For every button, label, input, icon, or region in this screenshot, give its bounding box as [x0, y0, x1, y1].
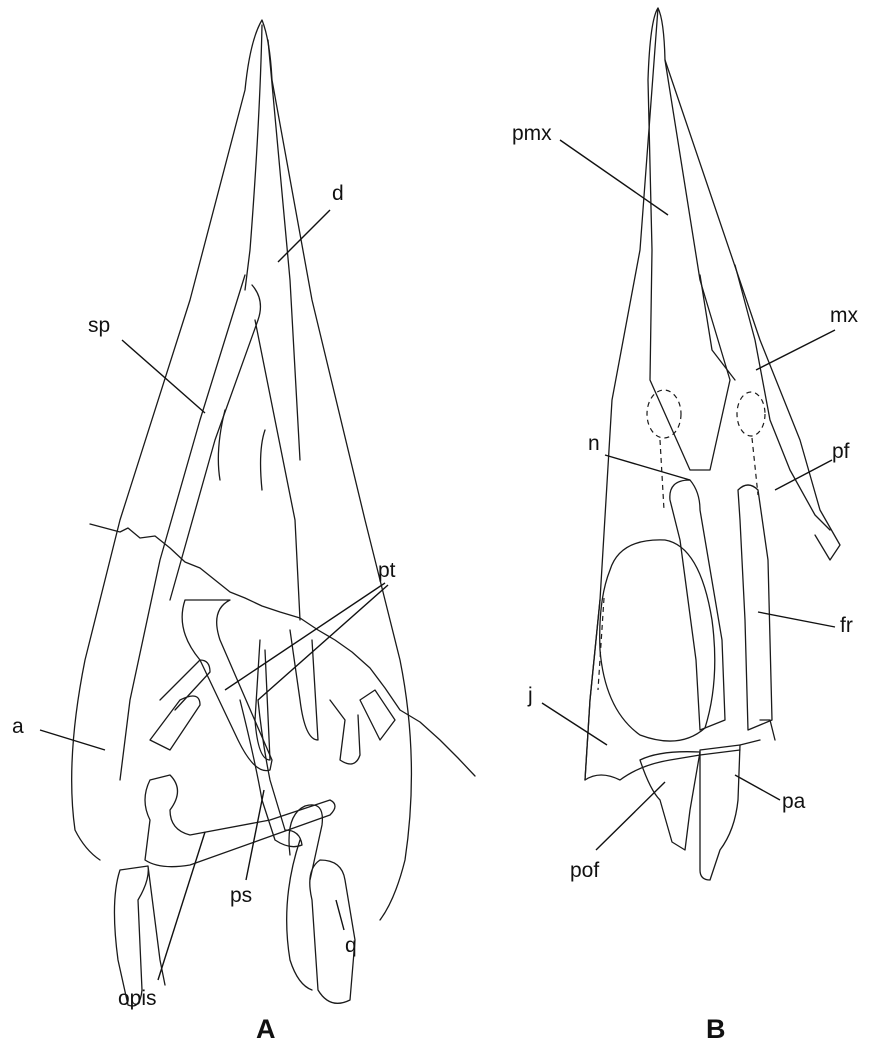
label-pmx: pmx: [512, 122, 552, 145]
leader-opis: [158, 832, 205, 980]
dentary-outline: [72, 20, 412, 920]
panel-label-a: A: [256, 1014, 276, 1044]
label-a: a: [12, 715, 24, 738]
label-fr: fr: [840, 614, 853, 637]
label-q: q: [345, 934, 357, 957]
panel-label-b: B: [706, 1014, 726, 1044]
dentary-midline: [245, 25, 300, 460]
label-pt: pt: [378, 559, 396, 582]
leader-pmx: [560, 140, 668, 215]
nasal-oval-right: [737, 392, 765, 436]
leader-q: [336, 900, 344, 930]
label-mx: mx: [830, 304, 858, 327]
opisthotic: [145, 775, 335, 867]
leader-pf: [775, 460, 832, 490]
leader-sp: [122, 340, 205, 413]
frontal-right: [738, 485, 772, 730]
panel-a-drawing: [72, 20, 475, 1006]
label-pa: pa: [782, 790, 806, 813]
leader-pt-1: [225, 583, 385, 690]
label-n: n: [588, 432, 600, 455]
label-sp: sp: [88, 314, 110, 337]
leader-n: [605, 455, 690, 480]
maxilla: [700, 265, 830, 530]
postorbitofrontal: [640, 752, 700, 850]
labels: d sp pt a ps q opis A pmx mx n pf fr j p…: [12, 122, 858, 1044]
label-pof: pof: [570, 859, 599, 882]
leader-pa: [735, 775, 780, 800]
frontal-end: [740, 720, 775, 745]
orbit: [600, 540, 715, 741]
fragment-right: [330, 690, 395, 764]
quadrate-left: [114, 866, 165, 1006]
leader-pt-2: [258, 585, 388, 700]
label-ps: ps: [230, 884, 252, 907]
leader-pof: [596, 782, 665, 850]
label-opis: opis: [118, 987, 157, 1010]
nasal-oval-left: [647, 390, 681, 438]
parasphenoid: [240, 700, 302, 847]
label-j: j: [527, 684, 533, 707]
fragment-left: [150, 660, 210, 750]
frontal-left: [670, 480, 725, 730]
leader-lines: [40, 140, 835, 980]
leader-ps: [246, 790, 264, 880]
splenial-outline: [120, 275, 260, 780]
leader-mx: [756, 330, 835, 370]
break-line: [90, 524, 475, 776]
premaxilla: [648, 8, 730, 470]
rostrum-outline: [585, 8, 840, 780]
leader-j: [542, 703, 607, 745]
label-pf: pf: [832, 440, 850, 463]
panel-b-drawing: [585, 8, 840, 880]
label-d: d: [332, 182, 344, 205]
splenial-inner: [218, 320, 300, 620]
parietal: [700, 745, 740, 880]
